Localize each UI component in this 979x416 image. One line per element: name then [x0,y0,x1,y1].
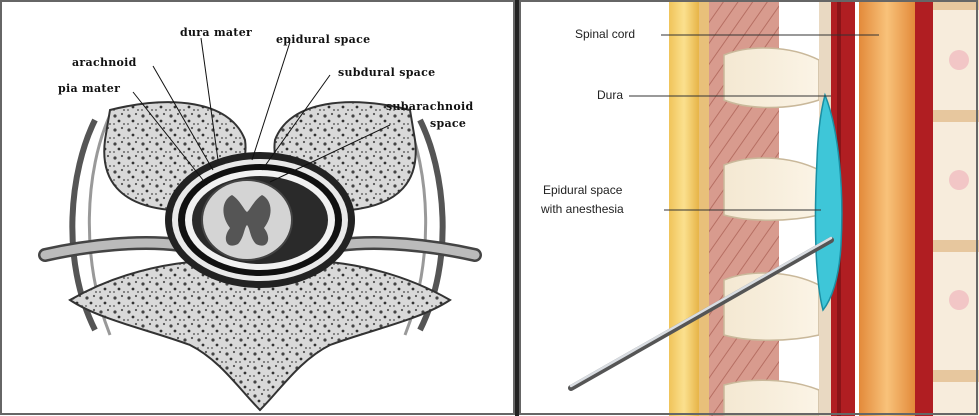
epidural-space-label: epidural space [276,33,370,46]
epidural-space-label-line2: with anesthesia [541,202,624,216]
pia-mater-label: pia mater [58,82,120,95]
epidural-space-label-line1: Epidural space [543,183,622,197]
subarachnoid-space-label-line1: subarachnoid [386,100,473,113]
subdural-space-label: subdural space [338,66,435,79]
dura-label: Dura [597,88,623,102]
spinal-cord-label: Spinal cord [575,27,635,41]
cross-section-panel: dura mater epidural space arachnoid subd… [0,0,519,416]
arachnoid-label: arachnoid [72,56,137,69]
dura-mater-label: dura mater [180,26,252,39]
sagittal-panel: Spinal cord Dura Epidural space with ane… [519,0,979,416]
subarachnoid-space-label-line2: space [430,117,466,130]
